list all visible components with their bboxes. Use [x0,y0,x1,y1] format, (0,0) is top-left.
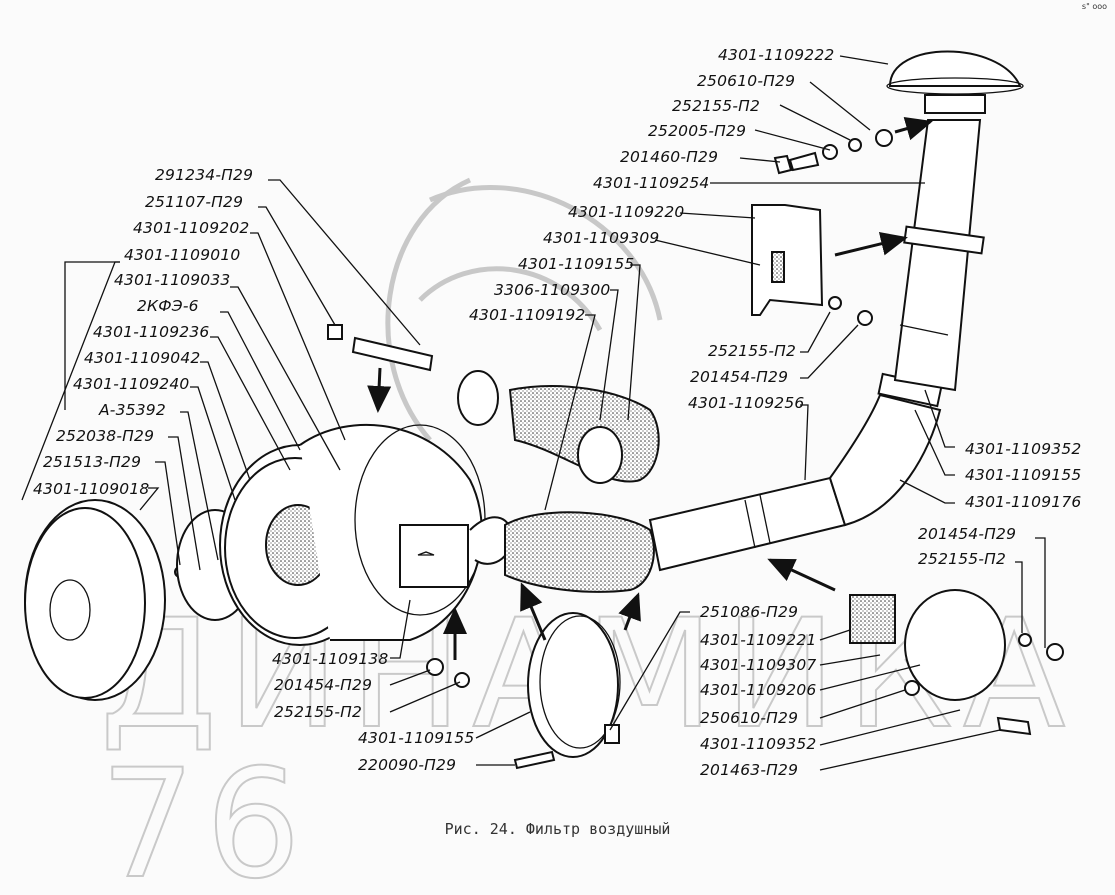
part-label-4301-1109220: 4301-1109220 [568,203,685,221]
part-label-252155-p2-bottom: 252155-П2 [274,703,363,721]
part-label-252038-p29: 252038-П29 [56,427,155,445]
part-label-4301-1109352-bottom: 4301-1109352 [700,735,817,753]
part-label-3306-1109300: 3306-1109300 [494,281,611,299]
part-label-4301-1109042: 4301-1109042 [84,349,201,367]
part-label-4301-1109155-right: 4301-1109155 [965,466,1082,484]
part-label-201454-p29-bottom: 201454-П29 [274,676,373,694]
part-label-4301-1109155-bottom: 4301-1109155 [358,729,475,747]
elbow-hose [457,370,660,484]
part-label-201460-p29: 201460-П29 [620,148,719,166]
intake-pipe [648,372,943,572]
corner-mark: s" ooo [1081,2,1107,11]
part-label-252155-p2-right: 252155-П2 [918,550,1007,568]
part-label-252155-p2-mid: 252155-П2 [708,342,797,360]
part-label-4301-1109018: 4301-1109018 [33,480,150,498]
housing-fasteners [426,658,470,688]
part-label-252155-p2-top: 252155-П2 [672,97,761,115]
part-label-4301-1109176: 4301-1109176 [965,493,1082,511]
part-label-250610-p29-bottom: 250610-П29 [700,709,799,727]
part-label-4301-1109256: 4301-1109256 [688,394,805,412]
bracket [751,204,873,326]
figure-caption: Рис. 24. Фильтр воздушный [444,820,671,838]
leader-lines [21,55,1046,771]
part-label-4301-1109307: 4301-1109307 [700,656,817,674]
part-label-250610-p29-top: 250610-П29 [697,72,796,90]
part-label-251086-p29: 251086-П29 [700,603,799,621]
part-label-4301-1109254: 4301-1109254 [593,174,710,192]
top-screw [327,324,434,372]
part-label-220090-p29: 220090-П29 [358,756,457,774]
part-label-a-35392: А-35392 [99,401,166,419]
clamp-ring [513,612,621,770]
part-label-4301-1109033: 4301-1109033 [114,271,231,289]
part-label-4301-1109138: 4301-1109138 [272,650,389,668]
part-label-4301-1109192: 4301-1109192 [469,306,586,324]
part-label-251513-p29: 251513-П29 [43,453,142,471]
part-label-4301-1109352-right: 4301-1109352 [965,440,1082,458]
part-label-251107-p29: 251107-П29 [145,193,244,211]
part-label-201454-p29-right: 201454-П29 [918,525,1017,543]
part-label-4301-1109010: 4301-1109010 [124,246,241,264]
part-label-4301-1109155-mid: 4301-1109155 [518,255,635,273]
part-label-2kfe-6: 2КФЭ-6 [137,297,199,315]
part-label-4301-1109221: 4301-1109221 [700,631,817,649]
part-label-4301-1109240: 4301-1109240 [73,375,190,393]
vertical-pipe [893,119,985,392]
part-label-4301-1109309: 4301-1109309 [543,229,660,247]
part-label-201454-p29-mid: 201454-П29 [690,368,789,386]
bracket-ring [849,589,1064,736]
watermark-swirl [385,177,663,442]
part-label-252005-p29: 252005-П29 [648,122,747,140]
top-fasteners [773,129,893,175]
lower-hose [504,511,655,593]
filter-cover [24,499,166,701]
part-label-201463-p29: 201463-П29 [700,761,799,779]
assembly-arrows [367,117,933,660]
rain-cap [886,50,1024,114]
filter-housing [299,423,514,641]
part-label-4301-1109206: 4301-1109206 [700,681,817,699]
part-label-291234-p29: 291234-П29 [155,166,254,184]
part-label-4301-1109236: 4301-1109236 [93,323,210,341]
part-label-4301-1109222: 4301-1109222 [718,46,835,64]
part-label-4301-1109202: 4301-1109202 [133,219,250,237]
